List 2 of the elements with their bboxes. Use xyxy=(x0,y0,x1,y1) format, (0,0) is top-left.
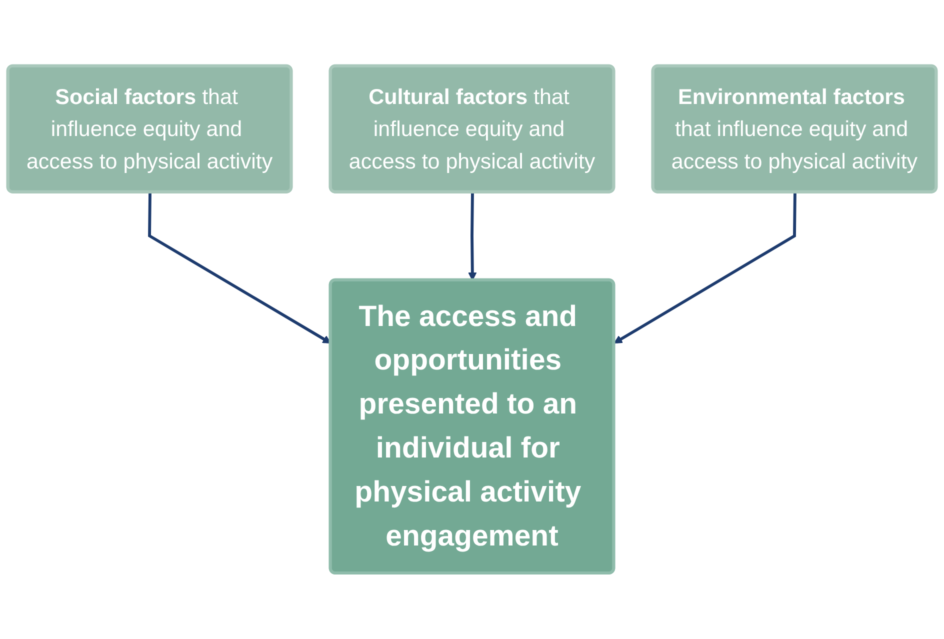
arrow xyxy=(614,192,796,344)
arrow xyxy=(468,192,477,281)
